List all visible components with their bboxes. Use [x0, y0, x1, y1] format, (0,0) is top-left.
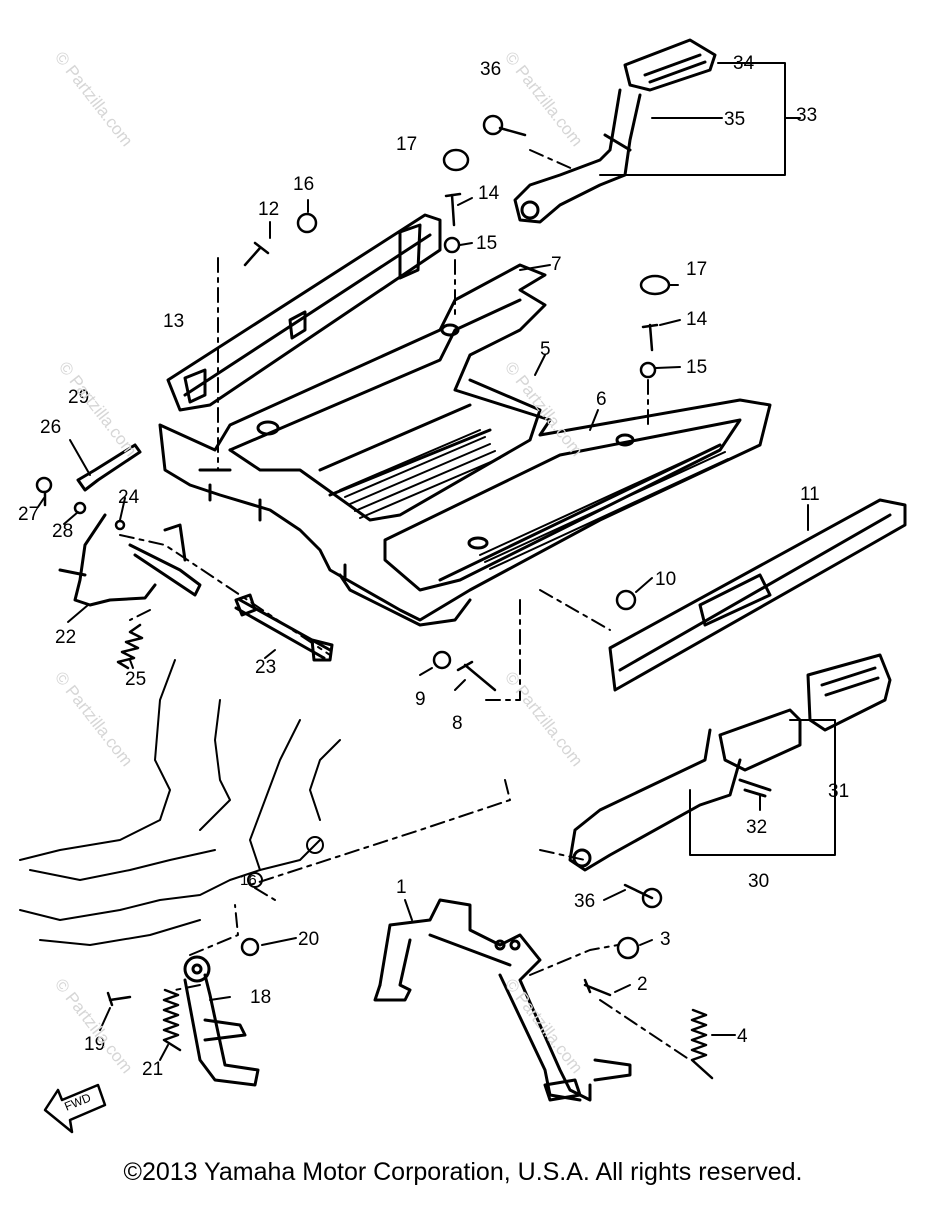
part-label-31: 31: [828, 781, 850, 802]
part-label-36b: 36: [574, 891, 596, 912]
part-label-36a: 36: [480, 59, 502, 80]
part-label-11: 11: [800, 484, 820, 505]
spring-4: [690, 1008, 714, 1080]
spring-21: [162, 988, 182, 1052]
spring-25: [116, 623, 144, 670]
part-label-10: 10: [655, 569, 677, 590]
part-label-28: 28: [52, 521, 74, 542]
part-label-15a: 15: [476, 233, 498, 254]
side-stand-18: [183, 955, 260, 1087]
part-label-20: 20: [298, 929, 320, 950]
part-label-22: 22: [55, 627, 77, 648]
part-label-14a: 14: [478, 183, 500, 204]
side-rail-13: [166, 213, 442, 412]
part-label-17a: 17: [396, 134, 418, 155]
fasteners: [35, 114, 671, 1007]
fwd-arrow: [43, 1083, 107, 1134]
part-label-26: 26: [40, 417, 62, 438]
part-label-21: 21: [142, 1059, 164, 1080]
part-label-27: 27: [18, 504, 40, 525]
part-label-18: 18: [250, 987, 272, 1008]
part-label-16: 16: [293, 174, 315, 195]
part-label-12: 12: [258, 199, 280, 220]
part-label-1: 1: [396, 877, 407, 898]
part-label-33: 33: [796, 105, 818, 126]
part-label-16b: 16: [240, 872, 257, 889]
part-label-30: 30: [748, 871, 770, 892]
part-label-13: 13: [163, 311, 185, 332]
part-label-7: 7: [551, 254, 562, 275]
side-rail-11: [608, 498, 907, 692]
part-label-29: 29: [68, 387, 90, 408]
part-label-14b: 14: [686, 309, 708, 330]
part-label-8: 8: [452, 713, 463, 734]
part-label-35: 35: [724, 109, 746, 130]
part-label-34: 34: [733, 53, 755, 74]
scooter-body: [19, 659, 341, 946]
part-label-3: 3: [660, 929, 671, 950]
footrest-33: [513, 38, 717, 224]
brake-pedal-22: [58, 443, 202, 607]
part-label-23: 23: [255, 657, 277, 678]
part-label-17b: 17: [686, 259, 708, 280]
part-label-9: 9: [415, 689, 426, 710]
shaft-23: [234, 593, 334, 662]
part-label-25: 25: [125, 669, 147, 690]
part-label-6: 6: [596, 389, 607, 410]
part-label-2: 2: [637, 974, 648, 995]
copyright-notice: ©2013 Yamaha Motor Corporation, U.S.A. A…: [123, 1158, 803, 1186]
part-label-24: 24: [118, 487, 140, 508]
part-label-32: 32: [746, 817, 768, 838]
part-label-15b: 15: [686, 357, 708, 378]
part-label-5: 5: [540, 339, 551, 360]
part-label-4: 4: [737, 1026, 748, 1047]
center-stand-1: [373, 898, 632, 1102]
footrest-30: [568, 653, 892, 872]
part-label-19: 19: [84, 1034, 106, 1055]
